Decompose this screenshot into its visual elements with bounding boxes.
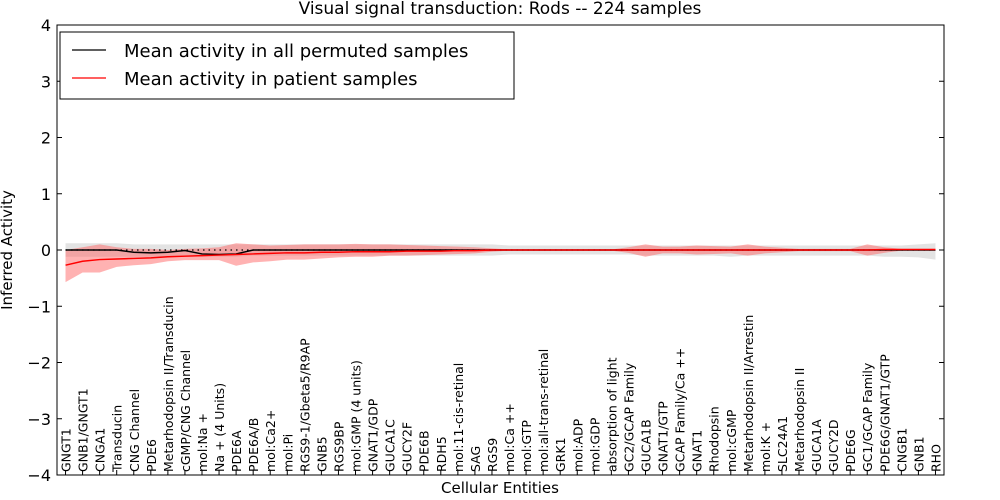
x-tick-label: mol:K + bbox=[758, 422, 773, 472]
x-tick-label: PDE6G/GNAT1/GTP bbox=[877, 354, 892, 472]
x-tick-label: PDE6B bbox=[417, 430, 432, 472]
y-tick-label: 2 bbox=[41, 129, 51, 148]
x-tick-label: GCAP Family/Ca ++ bbox=[673, 348, 688, 472]
x-tick-label: GRK1 bbox=[553, 437, 568, 472]
x-tick-label: GNAT1/GDP bbox=[366, 398, 381, 472]
chart-title: Visual signal transduction: Rods -- 224 … bbox=[299, 0, 702, 19]
y-tick-label: −1 bbox=[27, 297, 51, 316]
x-tick-label: GUCY2D bbox=[826, 419, 841, 472]
x-tick-label: cGMP/CNG Channel bbox=[178, 350, 193, 472]
line-series-1 bbox=[65, 248, 936, 266]
x-tick-label: mol:GDP bbox=[587, 417, 602, 472]
x-tick-label: GNGT1 bbox=[59, 428, 74, 472]
x-tick-label: RGS9 bbox=[485, 438, 500, 472]
x-tick-label: RDH5 bbox=[434, 436, 449, 472]
x-tick-label: CNGB1 bbox=[894, 428, 909, 472]
y-tick-label: −4 bbox=[27, 466, 51, 485]
x-tick-label: Metarhodopsin II/Transducin bbox=[161, 296, 176, 472]
x-tick-label: Na + (4 Units) bbox=[212, 383, 227, 472]
x-tick-label: CNGA1 bbox=[93, 428, 108, 472]
x-tick-label: mol:all-trans-retinal bbox=[536, 349, 551, 472]
x-tick-label: PDE6A/B bbox=[246, 418, 261, 472]
x-tick-label: Transducin bbox=[110, 405, 125, 473]
legend: Mean activity in all permuted samples Me… bbox=[59, 31, 515, 100]
x-tick-label: Rhodopsin bbox=[707, 406, 722, 472]
x-tick-label: GC1/GCAP Family bbox=[860, 362, 875, 472]
x-tick-label: mol:GMP (4 units) bbox=[349, 360, 364, 472]
x-tick-label: GUCA1A bbox=[809, 419, 824, 472]
y-tick-label: 3 bbox=[41, 72, 51, 91]
x-tick-label: PDE6G bbox=[843, 429, 858, 472]
y-tick-label: 1 bbox=[41, 185, 51, 204]
x-tick-label: mol:11-cis-retinal bbox=[451, 363, 466, 472]
y-tick-label: −2 bbox=[27, 354, 51, 373]
x-tick-label: mol:Ca ++ bbox=[502, 403, 517, 472]
x-tick-label: Metarhodopsin II bbox=[792, 368, 807, 472]
x-tick-label: CNG Channel bbox=[127, 389, 142, 472]
x-tick-label: PDE6A bbox=[229, 430, 244, 472]
x-tick-label: GUCY2F bbox=[400, 422, 415, 472]
x-tick-label: mol:GTP bbox=[519, 420, 534, 472]
x-tick-label: GNB1/GNGT1 bbox=[76, 388, 91, 472]
x-tick-label: GNAT1 bbox=[690, 430, 705, 472]
x-tick-label: GNB1 bbox=[911, 436, 926, 472]
x-tick-label: Metarhodopsin II/Arrestin bbox=[741, 315, 756, 472]
y-tick-label: 4 bbox=[41, 16, 51, 35]
y-axis-label: Inferred Activity bbox=[0, 190, 16, 310]
x-axis-label: Cellular Entities bbox=[441, 479, 559, 497]
legend-label-patient: Mean activity in patient samples bbox=[124, 69, 418, 90]
x-tick-label: mol:Na + bbox=[195, 413, 210, 472]
legend-label-permuted: Mean activity in all permuted samples bbox=[124, 41, 468, 62]
band-series-1 bbox=[65, 243, 936, 283]
x-tick-label: GUCA1B bbox=[638, 419, 653, 472]
y-tick-label: −3 bbox=[27, 410, 51, 429]
x-tick-label: RGS9BP bbox=[331, 421, 346, 472]
x-tick-label: GNB5 bbox=[314, 436, 329, 472]
x-tick-label: absorption of light bbox=[604, 357, 619, 472]
x-tick-label: mol:Ca2+ bbox=[263, 410, 278, 472]
x-tick-label: SLC24A1 bbox=[775, 416, 790, 472]
x-tick-label: PDE6 bbox=[144, 439, 159, 472]
x-tick-label: mol:cGMP bbox=[724, 409, 739, 472]
x-tick-label: GC2/GCAP Family bbox=[621, 362, 636, 472]
x-tick-label: mol:Pi bbox=[280, 434, 295, 472]
x-tick-label: mol:ADP bbox=[570, 418, 585, 472]
x-tick-label: RGS9-1/Gbeta5/R9AP bbox=[297, 338, 312, 472]
x-tick-label: RHO bbox=[928, 444, 943, 472]
x-tick-label: SAG bbox=[468, 446, 483, 472]
x-tick-label: GNAT1/GTP bbox=[656, 401, 671, 472]
x-tick-label: GUCA1C bbox=[383, 419, 398, 472]
y-tick-label: 0 bbox=[41, 241, 51, 260]
